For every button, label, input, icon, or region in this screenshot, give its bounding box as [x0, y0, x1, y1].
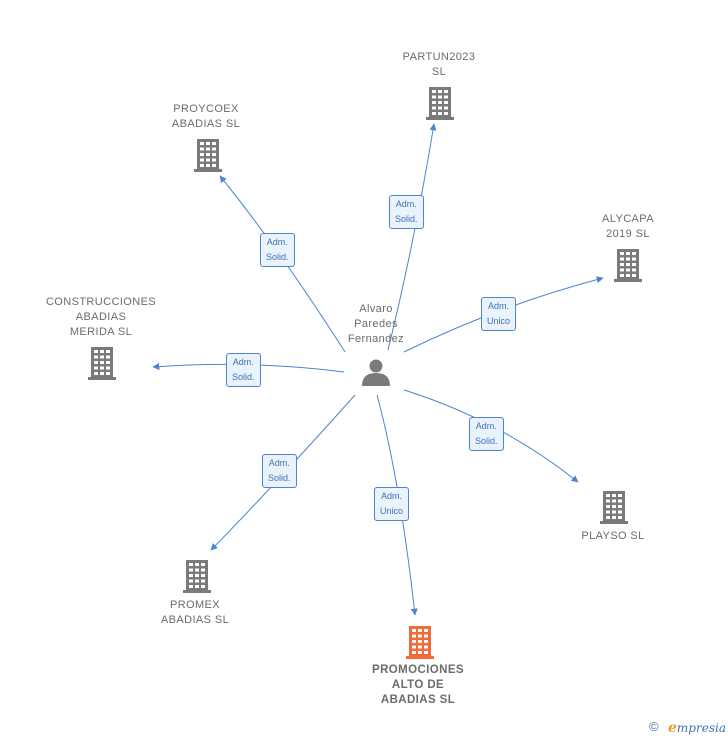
- relation-text: Solid.: [395, 214, 418, 224]
- company-name-line: PARTUN2023: [402, 51, 476, 63]
- building-icon-construcciones[interactable]: [88, 347, 116, 380]
- relation-badge-construcciones[interactable]: Adm. Solid.: [226, 353, 261, 387]
- relation-text: Solid.: [475, 436, 498, 446]
- relation-text: Adm.: [266, 237, 288, 247]
- company-name-line: ABADIAS SL: [380, 694, 456, 706]
- building-icon-promex[interactable]: [183, 560, 211, 593]
- company-label-playso[interactable]: PLAYSO SL: [570, 529, 656, 544]
- relation-text: Adm.: [488, 301, 510, 311]
- company-name-line: PLAYSO SL: [581, 530, 645, 542]
- company-name-line: PROMEX: [169, 599, 221, 611]
- relation-text: Unico: [380, 506, 404, 516]
- empresia-logo[interactable]: empresia: [668, 720, 726, 736]
- company-name-line: SL: [431, 66, 447, 78]
- relation-badge-promociones[interactable]: Adm. Unico: [374, 487, 410, 521]
- copyright-icon: ©: [649, 719, 659, 734]
- relation-text: Adm.: [475, 421, 497, 431]
- company-name-line: MERIDA SL: [69, 326, 133, 338]
- building-icon-proycoex[interactable]: [194, 139, 222, 172]
- relation-text: Solid.: [232, 372, 255, 382]
- building-icon-promociones[interactable]: [406, 626, 434, 659]
- company-label-proycoex[interactable]: PROYCOEX ABADIAS SL: [158, 102, 254, 132]
- relation-badge-alycapa[interactable]: Adm. Unico: [481, 297, 517, 331]
- company-label-promociones[interactable]: PROMOCIONES ALTO DE ABADIAS SL: [362, 663, 474, 708]
- company-label-promex[interactable]: PROMEX ABADIAS SL: [150, 598, 240, 628]
- company-name-line: ABADIAS SL: [160, 614, 230, 626]
- relation-badge-partun2023[interactable]: Adm. Solid.: [389, 195, 424, 229]
- relation-badge-promex[interactable]: Adm. Solid.: [262, 454, 297, 488]
- person-icon[interactable]: [362, 359, 390, 387]
- company-label-construcciones[interactable]: CONSTRUCCIONES ABADIAS MERIDA SL: [40, 295, 162, 340]
- company-name-line: ALTO DE: [391, 679, 445, 691]
- company-label-alycapa[interactable]: ALYCAPA 2019 SL: [588, 212, 668, 242]
- company-name-line: PROYCOEX: [173, 103, 239, 115]
- relation-text: Solid.: [266, 252, 289, 262]
- relation-text: Adm.: [381, 491, 403, 501]
- company-name-line: ABADIAS SL: [171, 118, 241, 130]
- relation-text: Solid.: [268, 473, 291, 483]
- building-icon-playso[interactable]: [600, 491, 628, 524]
- company-name-line: ALYCAPA: [602, 213, 654, 225]
- relation-badge-playso[interactable]: Adm. Solid.: [469, 417, 504, 451]
- company-name-line: ABADIAS: [75, 311, 127, 323]
- person-name-line: Paredes: [354, 318, 398, 330]
- building-icon-partun[interactable]: [426, 87, 454, 120]
- person-name-line: Fernandez: [347, 333, 405, 345]
- relation-text: Unico: [487, 316, 511, 326]
- relation-text: Adm.: [232, 357, 254, 367]
- company-name-line: 2019 SL: [606, 228, 650, 240]
- relation-text: Adm.: [395, 199, 417, 209]
- company-name-line: CONSTRUCCIONES: [45, 296, 157, 308]
- building-icon-alycapa[interactable]: [614, 249, 642, 282]
- edge-partun: [387, 123, 437, 351]
- company-name-line: PROMOCIONES: [372, 664, 464, 676]
- relation-text: Adm.: [268, 458, 290, 468]
- relation-badge-proycoex[interactable]: Adm. Solid.: [260, 233, 295, 267]
- person-name-line: Alvaro: [359, 303, 393, 315]
